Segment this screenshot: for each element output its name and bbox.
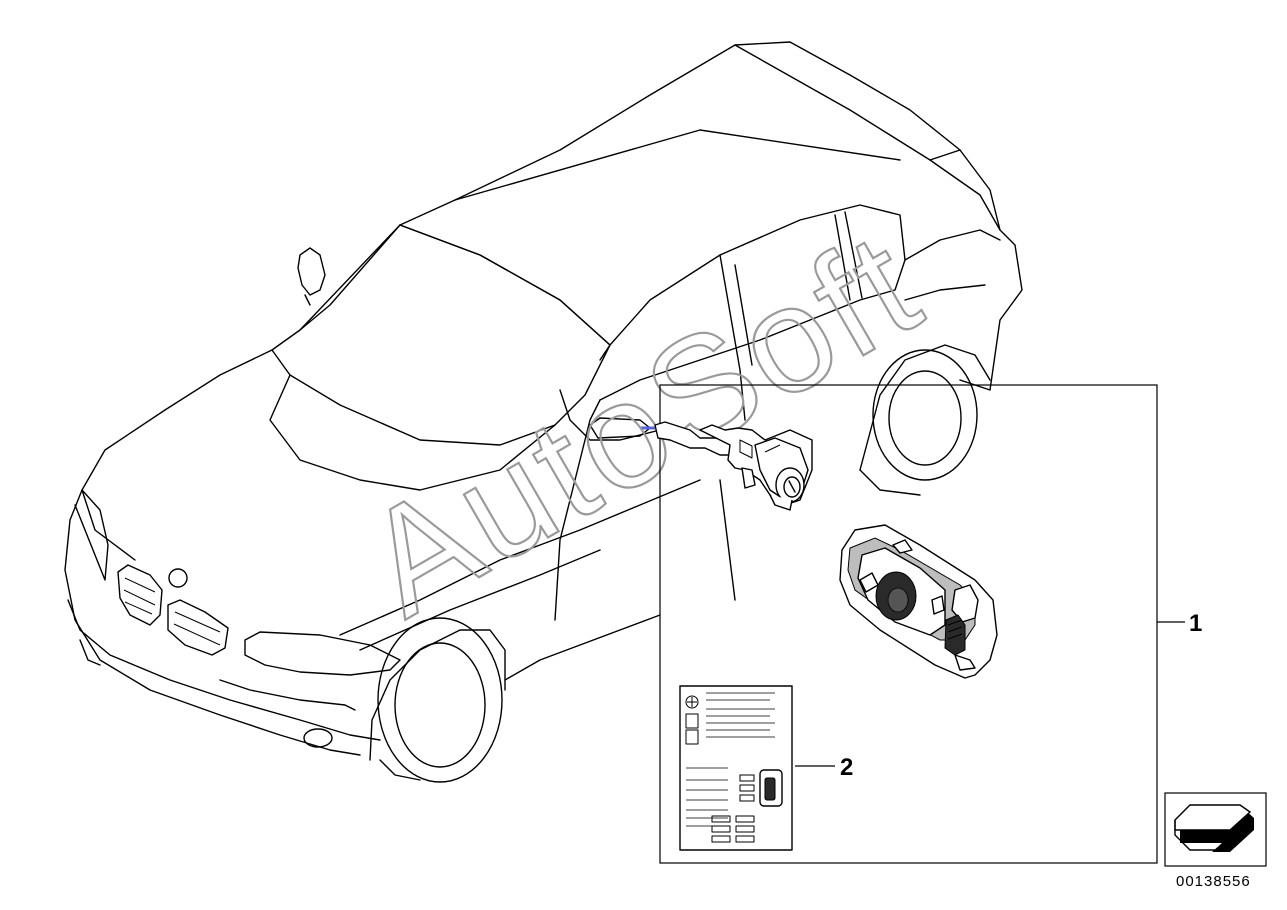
car-outline-icon: [64, 41, 1023, 783]
callout-2: 2: [840, 754, 853, 781]
parts-group-box: [659, 384, 1158, 864]
lock-cylinder-icon: [654, 421, 813, 511]
document-icon: [679, 685, 793, 851]
callout-1: 1: [1189, 610, 1202, 637]
reference-number: 00138556: [1176, 873, 1251, 890]
key-fob-icon: [839, 524, 998, 679]
arrow-icon: [1164, 792, 1267, 867]
